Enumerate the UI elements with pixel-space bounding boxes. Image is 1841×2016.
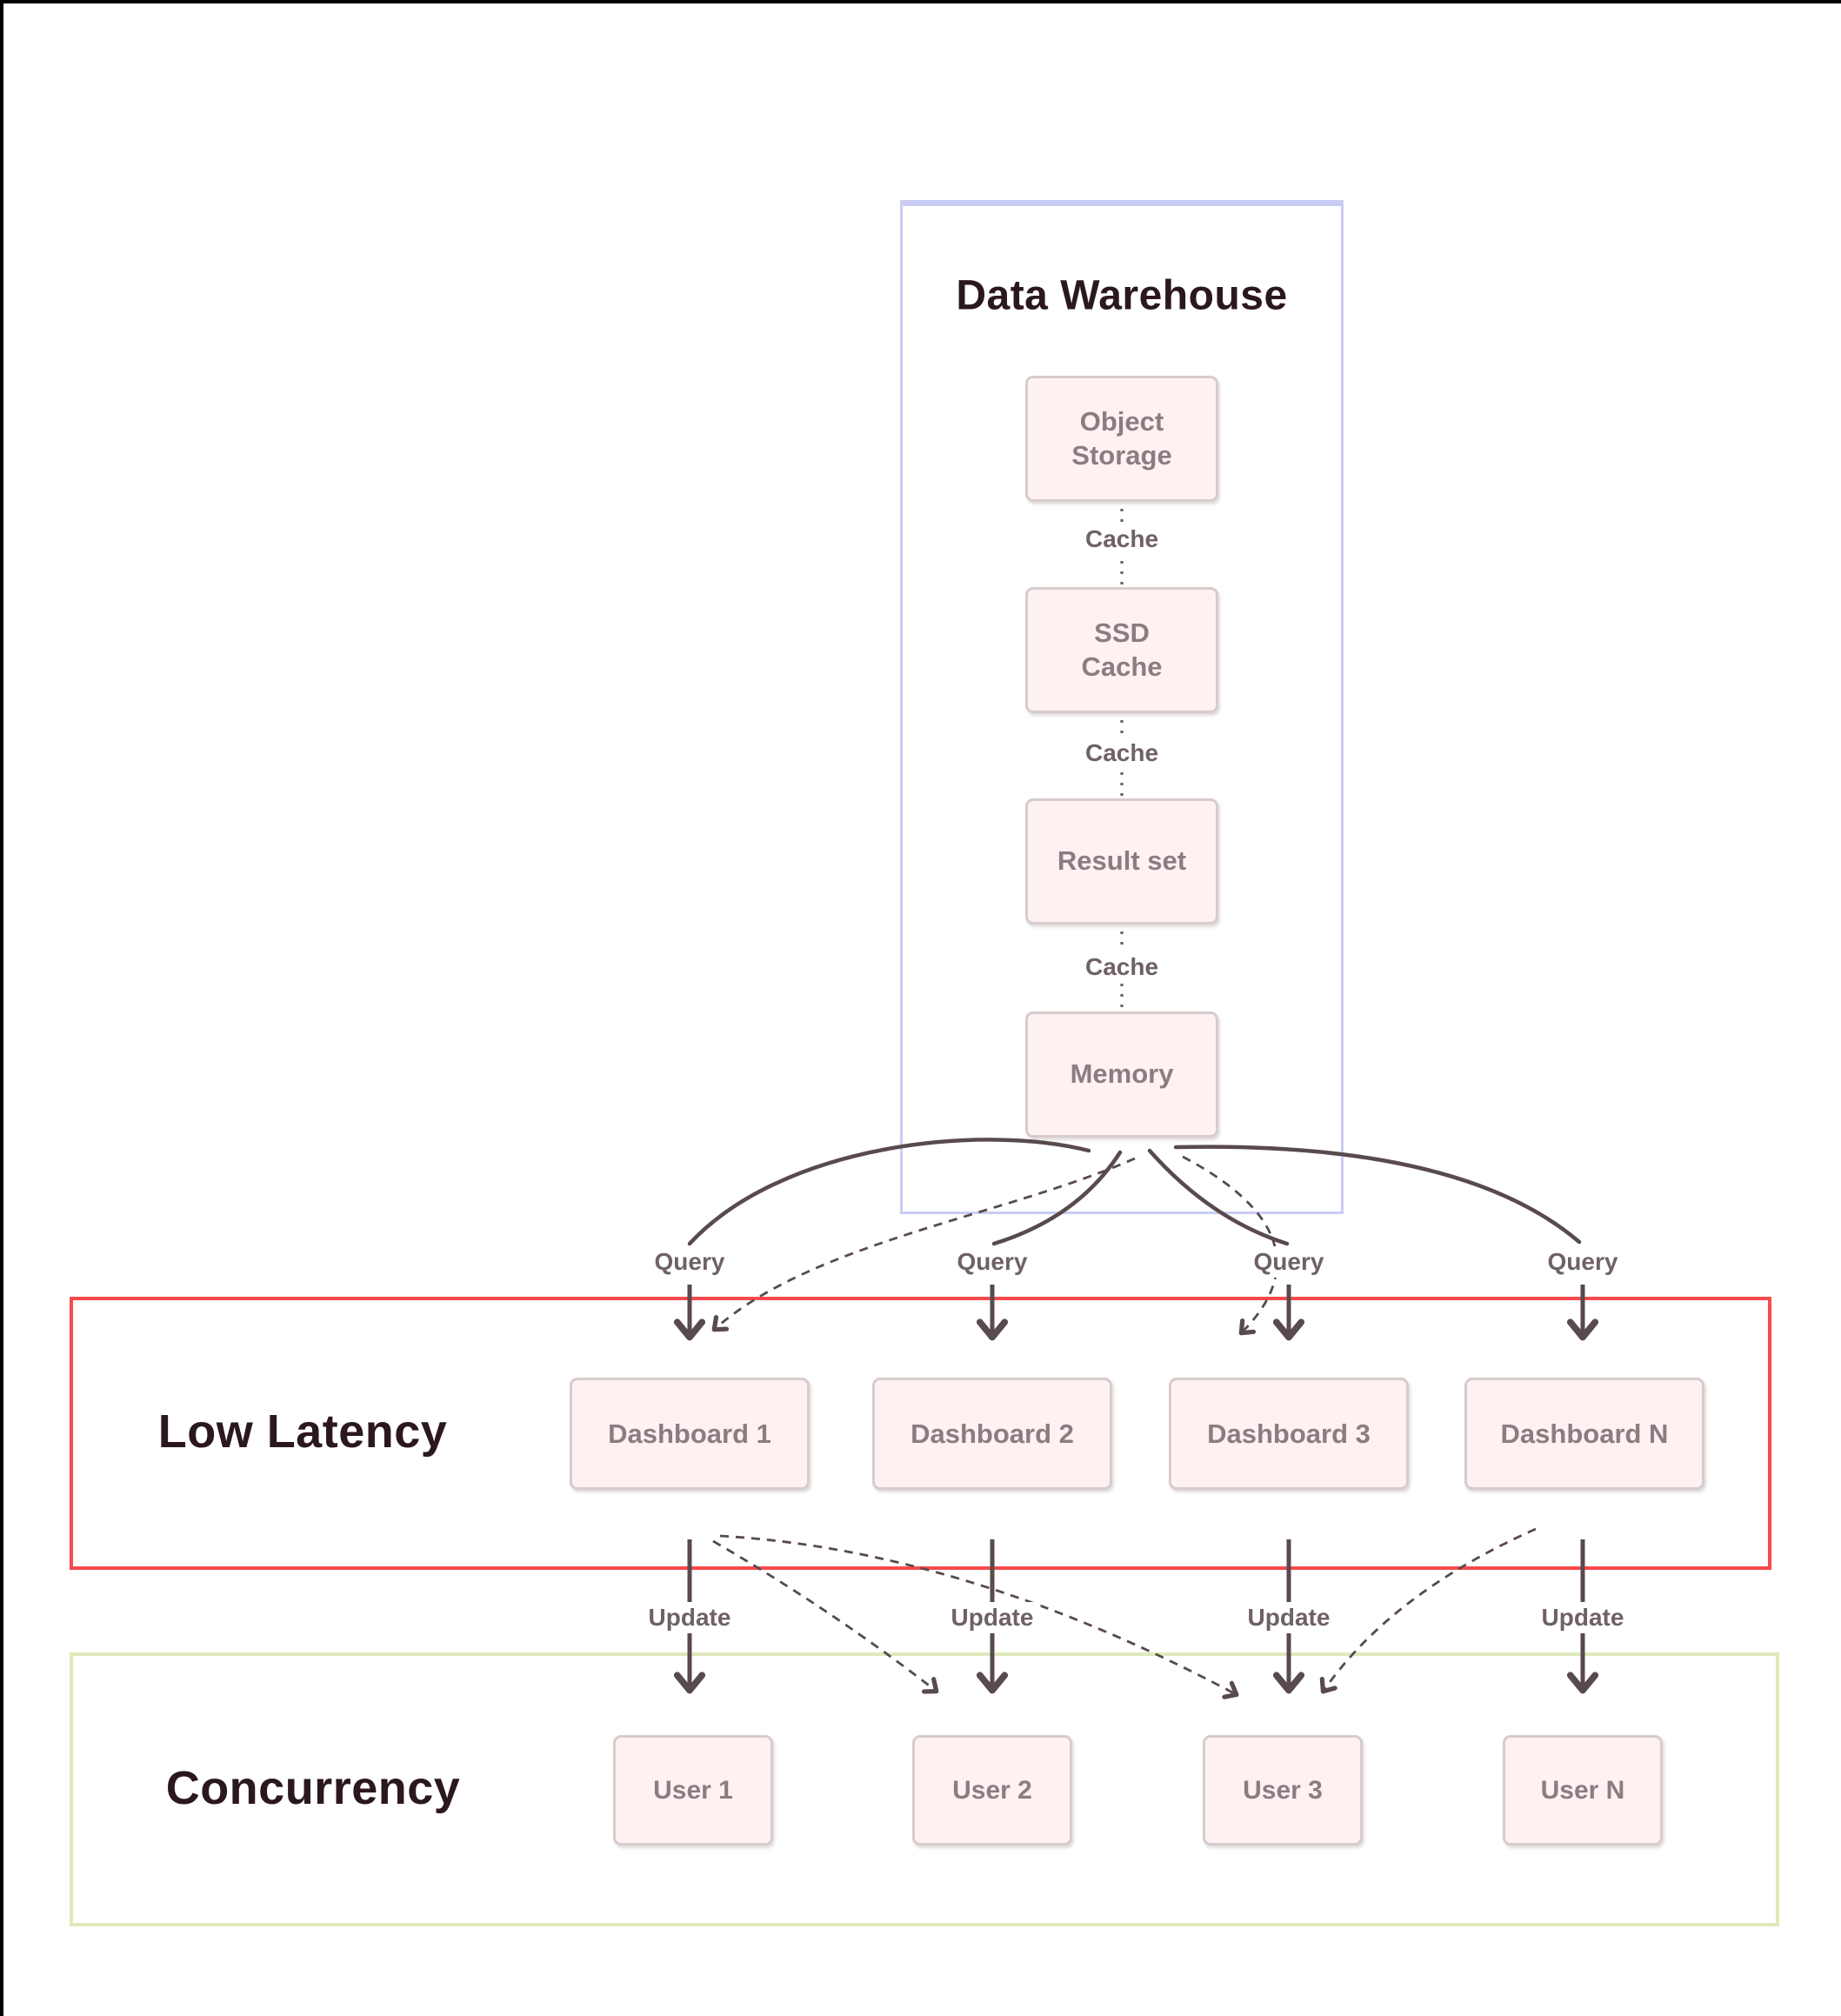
query-label-1: Query xyxy=(647,1246,732,1278)
query-label-2: Query xyxy=(950,1246,1035,1278)
node-memory: Memory xyxy=(1025,1011,1218,1138)
update-label-3: Update xyxy=(1240,1602,1337,1633)
node-user-1: User 1 xyxy=(613,1735,773,1846)
node-dashboard-1: Dashboard 1 xyxy=(570,1378,810,1490)
dashed-dashboard1-to-user2 xyxy=(712,1539,939,1694)
dashed-dashboardN-to-user3 xyxy=(1319,1527,1537,1694)
node-ssd-cache: SSD Cache xyxy=(1025,587,1218,713)
node-dashboard-n: Dashboard N xyxy=(1464,1378,1704,1490)
cache-label-1: Cache xyxy=(1077,524,1166,555)
query-curve-4 xyxy=(1173,1145,1582,1245)
node-dashboard-3: Dashboard 3 xyxy=(1169,1378,1409,1490)
node-dashboard-2: Dashboard 2 xyxy=(872,1378,1112,1490)
update-label-1: Update xyxy=(641,1602,738,1633)
node-result-set: Result set xyxy=(1025,798,1218,925)
query-label-3: Query xyxy=(1246,1246,1331,1278)
dashed-memory-to-dashboard3 xyxy=(1182,1155,1278,1336)
dashed-dashboard1-to-user3 xyxy=(719,1534,1239,1699)
update-label-2: Update xyxy=(944,1602,1041,1633)
low-latency-title: Low Latency xyxy=(157,1405,448,1458)
node-object-storage: Object Storage xyxy=(1025,376,1218,502)
node-user-3: User 3 xyxy=(1203,1735,1363,1846)
dashed-memory-to-dashboard1 xyxy=(711,1157,1136,1332)
update-label-4: Update xyxy=(1534,1602,1631,1633)
data-warehouse-frame xyxy=(900,200,1344,1214)
node-user-2: User 2 xyxy=(912,1735,1072,1846)
page-top-border xyxy=(0,0,1841,3)
data-warehouse-title: Data Warehouse xyxy=(956,272,1288,319)
node-user-n: User N xyxy=(1503,1735,1663,1846)
low-latency-frame xyxy=(70,1297,1771,1570)
query-label-4: Query xyxy=(1540,1246,1625,1278)
concurrency-title: Concurrency xyxy=(165,1762,461,1814)
cache-label-3: Cache xyxy=(1077,951,1166,983)
query-curve-3 xyxy=(1147,1148,1290,1246)
concurrency-frame xyxy=(70,1652,1779,1926)
query-curve-2 xyxy=(991,1150,1123,1246)
query-curve-1 xyxy=(687,1138,1091,1246)
page-left-border xyxy=(0,0,3,2016)
cache-label-2: Cache xyxy=(1077,738,1166,769)
